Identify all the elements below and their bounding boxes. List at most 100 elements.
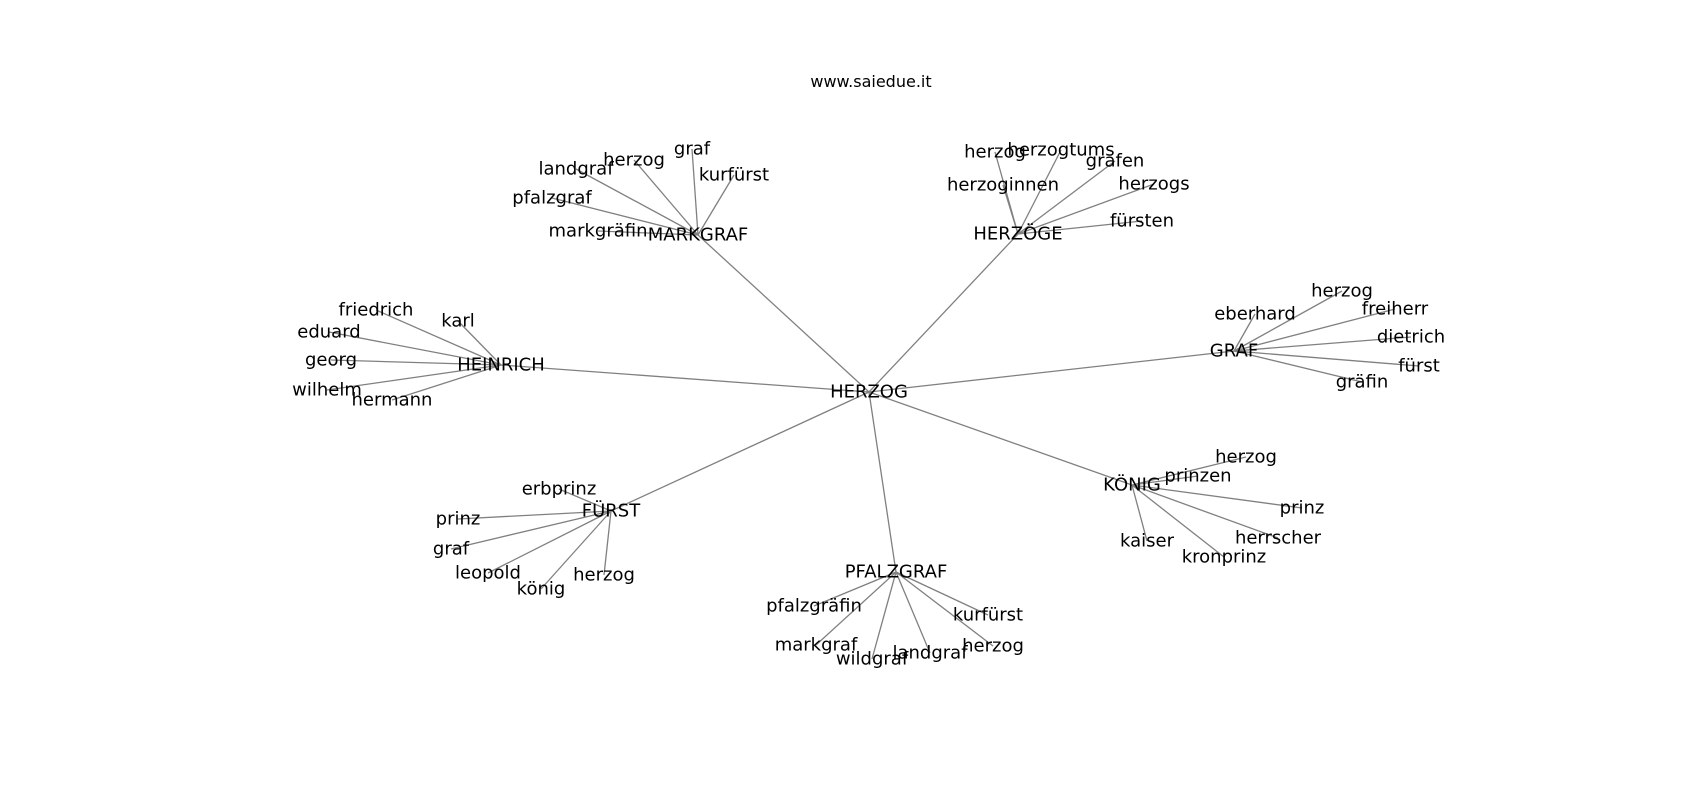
hub-node-label: MARKGRAF: [648, 225, 749, 246]
edge-hub-to-leaf: [1017, 220, 1143, 235]
edge-hub-to-leaf: [1017, 160, 1116, 235]
edge-hub-to-leaf: [450, 510, 612, 550]
leaf-node-label: herzoginnen: [947, 175, 1059, 196]
leaf-node-label: grafen: [1086, 151, 1145, 172]
leaf-node-label: freiherr: [1362, 299, 1429, 320]
edge-hub-to-leaf: [1017, 183, 1155, 235]
leaf-node-label: georg: [305, 350, 357, 371]
edge-hub-to-leaf: [375, 309, 502, 366]
leaf-node-label: pfalzgraf: [512, 188, 592, 209]
leaf-node-label: fürst: [1398, 356, 1440, 377]
edge-hub-to-leaf: [815, 571, 897, 646]
leaf-node-label: könig: [517, 579, 566, 600]
leaf-node-label: graf: [433, 539, 470, 560]
edge-hub-to-leaf: [813, 571, 897, 607]
leaf-node-label: herzogtums: [1007, 140, 1114, 161]
edge-hub-to-leaf: [633, 159, 699, 236]
leaf-node-label: kaiser: [1120, 531, 1175, 552]
edge-hub-to-leaf: [1233, 350, 1363, 383]
edge-hub-to-leaf: [603, 510, 612, 576]
edge-hub-to-leaf: [330, 359, 502, 366]
hub-node-label: HEINRICH: [457, 355, 545, 376]
leaf-node-label: herzog: [962, 636, 1024, 657]
edge-hub-to-leaf: [1131, 475, 1199, 486]
edge-hub-to-leaf: [1131, 484, 1225, 558]
leaf-node-label: graf: [674, 139, 711, 160]
leaf-node-label: herrscher: [1235, 528, 1322, 549]
edge-hub-to-leaf: [328, 331, 502, 366]
leaf-node-label: eberhard: [1214, 304, 1296, 325]
edge-hub-to-leaf: [1017, 149, 1062, 235]
leaf-node-label: kronprinz: [1182, 547, 1267, 568]
leaf-node-label: herzog: [964, 142, 1026, 163]
edge-hub-to-leaf: [1131, 456, 1247, 486]
leaf-node-label: hermann: [352, 390, 433, 411]
edge-hub-to-leaf: [1233, 308, 1396, 352]
hub-node-label: FÜRST: [582, 500, 641, 522]
leaf-node-label: prinz: [1280, 498, 1325, 519]
leaf-node-label: gräfin: [1336, 372, 1389, 393]
edge-hub-to-leaf: [1233, 290, 1343, 352]
leaf-node-label: herzog: [603, 150, 665, 171]
leaf-node-label: friedrich: [339, 300, 414, 321]
edge-hub-to-leaf: [457, 510, 612, 520]
hub-node-label: KÖNIG: [1103, 474, 1161, 496]
edge-hub-to-leaf: [558, 488, 612, 512]
edge-hub-to-leaf: [326, 364, 502, 391]
edge-hub-to-leaf: [1233, 350, 1420, 367]
edge-hub-to-leaf: [1002, 184, 1019, 235]
leaf-node-label: herzog: [1215, 447, 1277, 468]
edge-root-to-hub: [697, 234, 870, 393]
edge-hub-to-leaf: [457, 320, 502, 366]
leaf-node-label: markgraf: [775, 635, 858, 656]
edge-root-to-hub: [868, 350, 1235, 393]
edge-hub-to-leaf: [1131, 484, 1303, 509]
edge-root-to-hub: [868, 233, 1019, 393]
leaf-node-label: leopold: [455, 563, 521, 584]
edge-hub-to-leaf: [1131, 484, 1148, 542]
leaf-node-label: landgraf: [892, 643, 968, 664]
root-node-label: HERZOG: [830, 382, 908, 403]
leaf-node-label: herzog: [573, 565, 635, 586]
edge-hub-to-leaf: [895, 571, 994, 647]
hub-node-label: HERZÖGE: [973, 223, 1062, 245]
leaf-node-label: pfalzgräfin: [766, 596, 862, 617]
hub-node-label: PFALZGRAF: [845, 562, 948, 583]
leaf-node-label: herzog: [1311, 281, 1373, 302]
edge-root-to-hub: [868, 391, 897, 573]
edge-hub-to-leaf: [697, 174, 735, 236]
leaf-node-label: wilhelm: [292, 380, 362, 401]
leaf-node-label: landgraf: [538, 159, 614, 180]
leaf-node-label: eduard: [297, 322, 360, 343]
leaf-node-label: prinz: [436, 509, 481, 530]
edge-hub-to-leaf: [1131, 484, 1279, 539]
leaf-node-label: kurfürst: [699, 165, 769, 186]
leaf-node-label: prinzen: [1164, 466, 1231, 487]
labels-layer: HERZOGMARKGRAFgrafherzoglandgrafpfalzgra…: [292, 139, 1445, 670]
edge-hub-to-leaf: [391, 364, 502, 401]
leaf-node-label: erbprinz: [522, 479, 597, 500]
edge-hub-to-leaf: [487, 510, 612, 574]
edge-hub-to-leaf: [1233, 313, 1256, 352]
site-title-text: www.saiedue.it: [810, 72, 932, 91]
edge-hub-to-leaf: [1233, 336, 1412, 352]
edge-root-to-hub: [500, 364, 870, 393]
edge-hub-to-leaf: [551, 197, 699, 236]
leaf-node-label: herzogs: [1118, 174, 1189, 195]
edge-hub-to-leaf: [895, 571, 989, 616]
leaf-node-label: dietrich: [1377, 327, 1445, 348]
edge-hub-to-leaf: [575, 168, 699, 236]
edge-hub-to-leaf: [895, 571, 931, 654]
edge-hub-to-leaf: [540, 510, 612, 590]
edges-layer: [326, 148, 1420, 660]
edge-hub-to-leaf: [871, 571, 897, 660]
edge-root-to-hub: [610, 391, 870, 512]
leaf-node-label: markgräfin: [549, 221, 648, 242]
leaf-node-label: fürsten: [1110, 211, 1174, 232]
hub-node-label: GRAF: [1210, 341, 1258, 362]
edge-hub-to-leaf: [597, 230, 699, 236]
leaf-node-label: wildgraf: [836, 649, 909, 670]
edge-root-to-hub: [868, 391, 1133, 486]
leaf-node-label: kurfürst: [953, 605, 1023, 626]
